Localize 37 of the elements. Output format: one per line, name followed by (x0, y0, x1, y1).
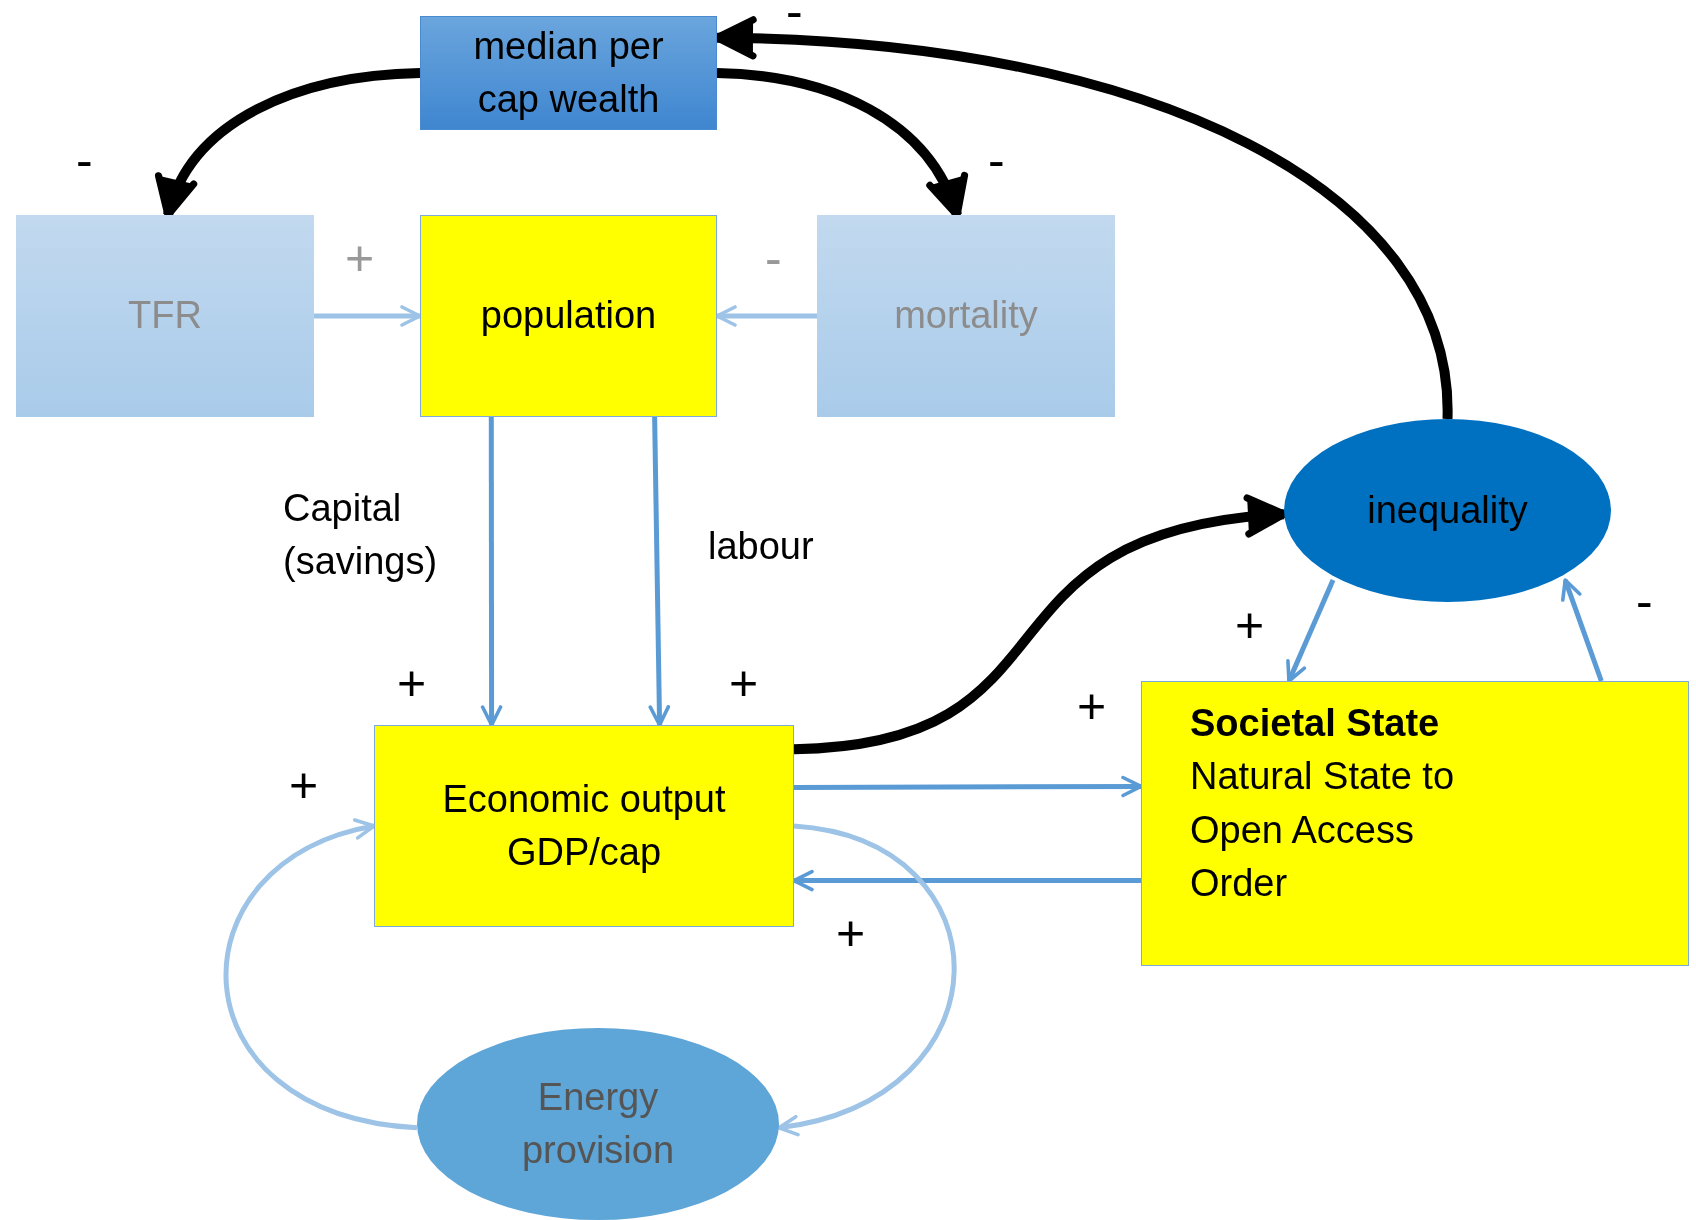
arrow (314, 305, 422, 327)
arrow (794, 775, 1143, 798)
polarity-sign: - (786, 0, 803, 36)
arrow (777, 823, 957, 1135)
polarity-sign: - (765, 233, 782, 283)
process-box (817, 215, 1115, 417)
arrow (715, 305, 817, 327)
node-label: Natural State to Open Access Order (1190, 754, 1456, 906)
arrow (648, 416, 671, 727)
polarity-sign: + (836, 908, 866, 958)
polarity-sign: - (988, 135, 1005, 185)
process-box (420, 215, 717, 417)
polarity-sign: + (345, 233, 375, 283)
polarity-sign: - (1636, 576, 1653, 626)
process-box (420, 16, 717, 130)
polarity-sign: + (1235, 600, 1265, 650)
arrow (224, 820, 418, 1131)
process-box (374, 725, 794, 927)
polarity-sign: + (1077, 681, 1107, 731)
polarity-sign: + (397, 658, 427, 708)
node-label: inequality (1367, 487, 1528, 533)
polarity-sign: - (76, 135, 93, 185)
node-label: Economic output GDP/cap (441, 776, 727, 875)
node-label: median per cap wealth (472, 23, 665, 122)
process-box (16, 215, 314, 417)
node-label: population (480, 293, 657, 339)
polarity-sign: + (729, 658, 759, 708)
node-heading: Societal State (1190, 701, 1440, 747)
node-label: TFR (128, 293, 202, 339)
arrow (1286, 579, 1336, 683)
node-label: Energy provision (520, 1074, 676, 1173)
node-label: mortality (894, 293, 1038, 339)
arrow (792, 869, 1141, 892)
polarity-sign: + (289, 760, 319, 810)
arrow (1561, 578, 1604, 682)
arrow (480, 417, 503, 727)
process-box (1141, 681, 1689, 966)
